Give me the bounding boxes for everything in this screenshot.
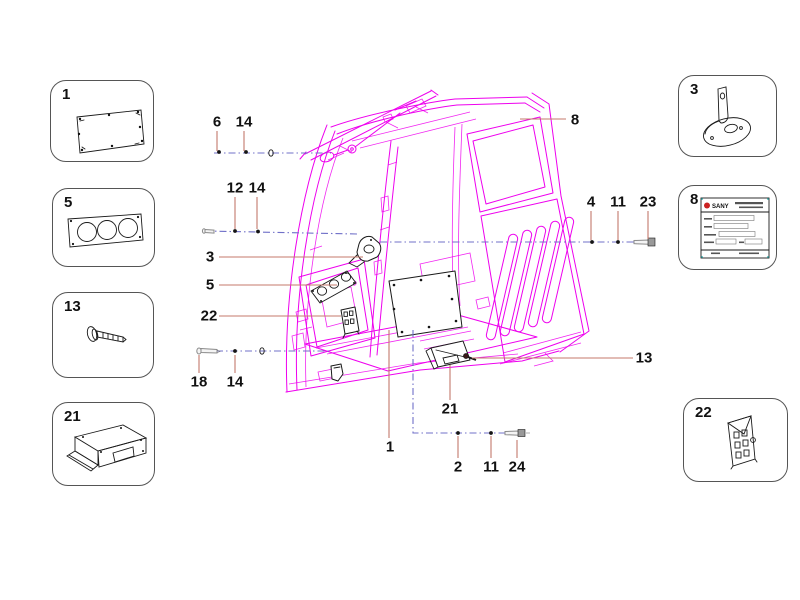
screw-icon: [86, 326, 127, 343]
part-box-3: 3: [678, 75, 777, 157]
bolt-24-icon: [504, 429, 530, 437]
bolt-12-icon: [201, 228, 215, 234]
cab-wireframe: [285, 89, 590, 393]
callout-11b: 11: [483, 458, 499, 476]
washer-icon: [268, 149, 274, 157]
part-box-1: 1: [50, 80, 154, 162]
horn-bracket-icon: [703, 86, 751, 147]
mount-plate-in-situ: [340, 306, 360, 339]
part-box-5-label: 5: [64, 194, 73, 211]
callout-5: 5: [205, 276, 215, 294]
cover-panel-in-situ: [388, 270, 463, 338]
switch-panel-in-situ: [310, 270, 357, 304]
fastener-dots: [217, 150, 620, 435]
callout-21: 21: [441, 400, 459, 418]
cover-panel-icon: [76, 109, 145, 154]
callout-14b: 14: [248, 179, 266, 197]
part-box-1-label: 1: [62, 86, 71, 103]
brand-logo: [704, 202, 710, 209]
mount-plate-icon: [726, 415, 758, 470]
part-box-3-label: 3: [690, 81, 699, 98]
part-box-22-label: 22: [695, 404, 712, 421]
callout-4: 4: [586, 193, 596, 211]
callout-14c: 14: [226, 373, 244, 391]
controller-box-in-situ: [425, 340, 471, 370]
foot-bracket-in-situ: [330, 363, 344, 382]
nameplate-icon: SANY: [700, 197, 770, 259]
callout-22: 22: [200, 307, 218, 325]
switch-panel-icon: [67, 213, 144, 248]
part-box-13-label: 13: [64, 298, 81, 315]
part-box-21-label: 21: [64, 408, 81, 425]
callout-6: 6: [212, 113, 222, 131]
part-box-21: 21: [52, 402, 155, 486]
leader-lines: [198, 118, 649, 458]
horn-bracket-in-situ: [348, 235, 382, 268]
bolt-23-icon: [633, 237, 656, 247]
callout-18: 18: [190, 373, 208, 391]
callout-2: 2: [453, 458, 463, 476]
callout-1: 1: [385, 438, 395, 456]
part-box-13: 13: [52, 292, 154, 378]
controller-box-icon: [66, 424, 148, 472]
in-situ-parts: [310, 235, 477, 382]
part-box-5: 5: [52, 188, 155, 267]
callout-11a: 11: [610, 193, 626, 211]
callout-14a: 14: [235, 113, 253, 131]
brand-text: SANY: [712, 204, 729, 210]
callout-13: 13: [635, 349, 653, 367]
callout-8: 8: [570, 111, 580, 129]
callout-12: 12: [226, 179, 244, 197]
washer-icon: [259, 347, 265, 355]
rear-panel-ribs: [485, 216, 575, 341]
bolt-18-icon: [196, 347, 221, 355]
part-box-8-label: 8: [690, 191, 699, 208]
part-box-8: 8 SANY: [678, 185, 777, 270]
part-box-22: 22: [683, 398, 788, 482]
callout-24: 24: [508, 458, 526, 476]
callout-3: 3: [205, 248, 215, 266]
assembly-axis-lines: [196, 149, 656, 437]
callout-23: 23: [639, 193, 657, 211]
wiper-assembly: [319, 100, 417, 163]
